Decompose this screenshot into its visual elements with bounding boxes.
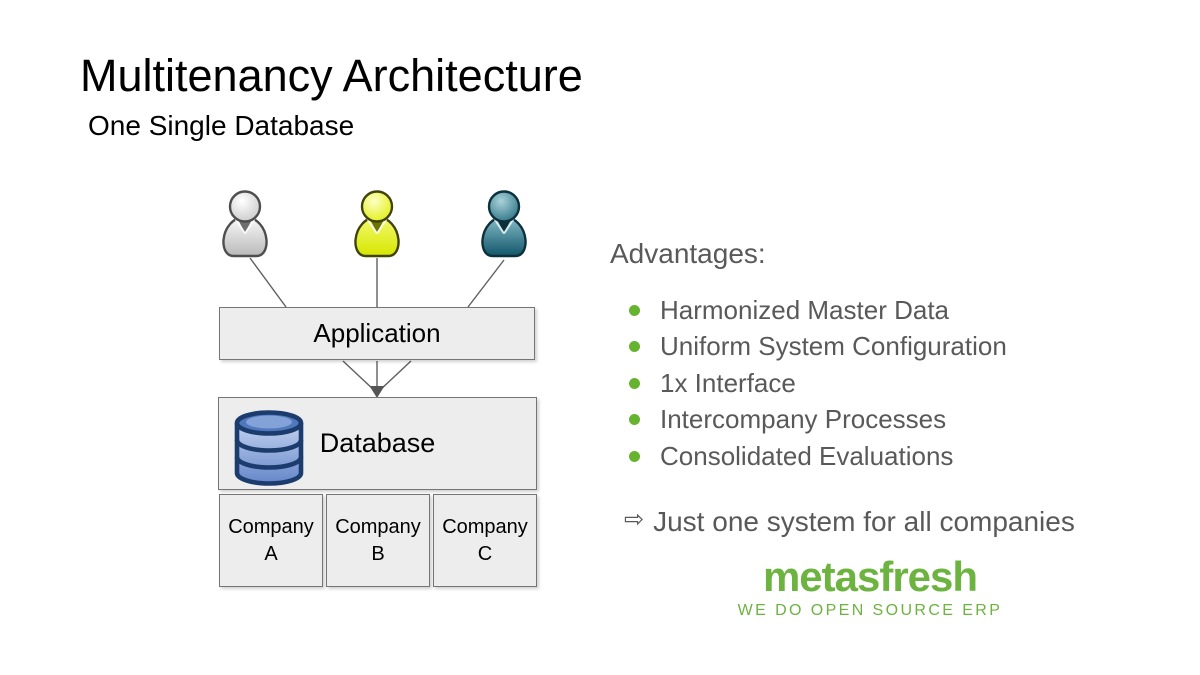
advantage-text: Intercompany Processes: [660, 404, 947, 435]
bullet-dot-icon: [629, 377, 640, 389]
company-b-box: Company B: [326, 494, 430, 587]
line-user3-app: [467, 259, 505, 308]
advantages-heading: Advantages:: [610, 238, 766, 269]
database-label: Database: [319, 428, 436, 458]
application-label: Application: [313, 318, 441, 348]
company-a-line1: Company: [228, 515, 314, 538]
company-c-line2: C: [477, 542, 493, 565]
bullet-dot-icon: [629, 414, 640, 426]
company-a-line2: A: [264, 542, 278, 565]
right-arrow-icon: ⇨: [624, 505, 645, 533]
line-app-db-left: [342, 360, 376, 392]
company-c-line1: Company: [442, 515, 528, 538]
advantage-text: Uniform System Configuration: [660, 331, 1007, 362]
application-box: Application: [219, 307, 535, 360]
page-title: Multitenancy Architecture: [80, 50, 583, 101]
list-item: Harmonized Master Data: [629, 292, 1007, 329]
page-subtitle: One Single Database: [88, 110, 355, 141]
advantage-text: Consolidated Evaluations: [660, 440, 954, 471]
company-c-box: Company C: [433, 494, 537, 587]
user-icon-gray: [219, 190, 271, 258]
advantage-text: Harmonized Master Data: [660, 294, 949, 325]
bullet-dot-icon: [629, 304, 640, 316]
list-item: Intercompany Processes: [629, 402, 1007, 439]
list-item: 1x Interface: [629, 365, 1007, 402]
company-row: Company A Company B Company C: [219, 494, 537, 587]
database-box: Database: [218, 397, 537, 490]
user-icon-teal: [478, 190, 530, 258]
metasfresh-logo: metasfresh WE DO OPEN SOURCE ERP: [720, 556, 1020, 620]
logo-tagline: WE DO OPEN SOURCE ERP: [737, 602, 1003, 619]
conclusion-line: ⇨ Just one system for all companies: [624, 505, 1075, 538]
list-item: Uniform System Configuration: [629, 329, 1007, 366]
advantages-list: Harmonized Master Data Uniform System Co…: [629, 292, 1007, 475]
bullet-dot-icon: [629, 450, 640, 462]
user-icon-yellow: [351, 190, 403, 258]
bullet-dot-icon: [629, 341, 640, 353]
company-a-box: Company A: [219, 494, 323, 587]
advantage-text: 1x Interface: [660, 367, 796, 398]
company-b-line1: Company: [335, 515, 421, 538]
database-cylinder-icon: [231, 409, 307, 487]
logo-wordmark: metasfresh: [762, 553, 978, 600]
conclusion-text: Just one system for all companies: [653, 506, 1075, 537]
line-user1-app: [249, 257, 287, 308]
list-item: Consolidated Evaluations: [629, 438, 1007, 475]
line-app-db-right: [378, 360, 412, 392]
company-b-line2: B: [371, 542, 385, 565]
